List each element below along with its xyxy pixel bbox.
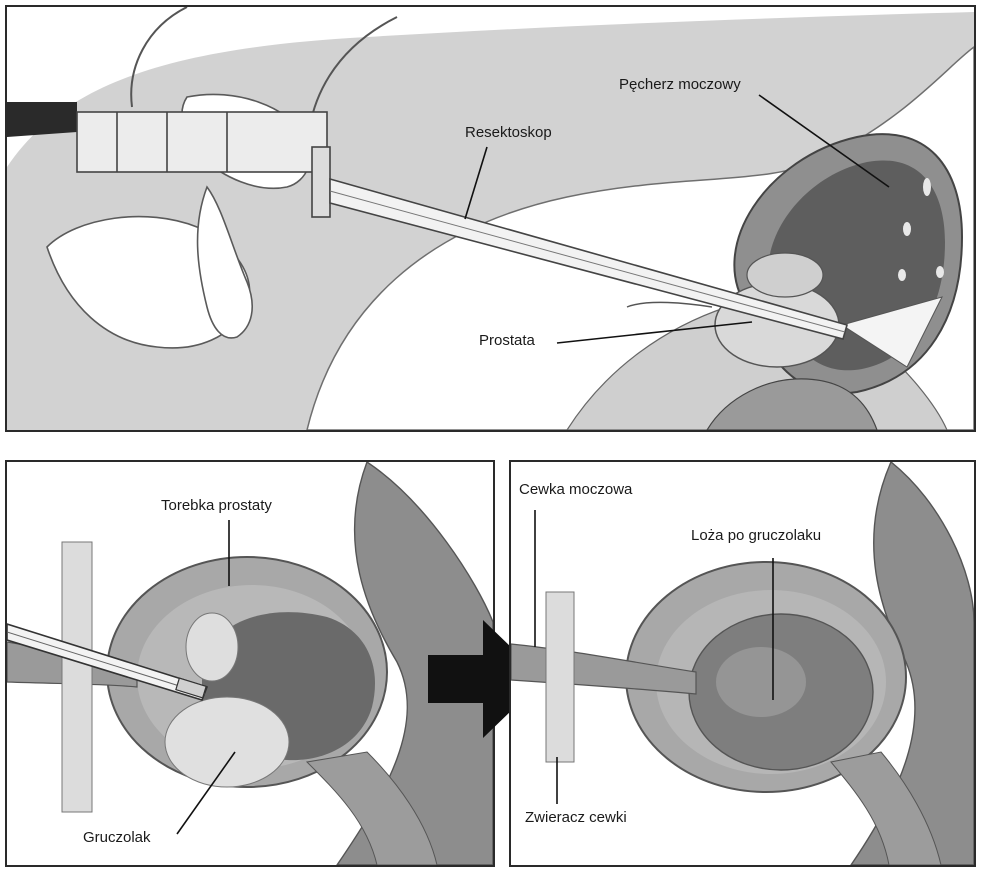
panel-resection-in-progress: Torebka prostaty Gruczolak bbox=[5, 460, 495, 867]
adenoma-mass bbox=[165, 697, 289, 787]
bladder-spot bbox=[923, 178, 931, 196]
panel-resectoscope-overview: Pęcherz moczowy Resektoskop Prostata bbox=[5, 5, 976, 432]
label-urethra: Cewka moczowa bbox=[519, 481, 633, 498]
bladder-spot bbox=[903, 222, 911, 236]
sphincter-band bbox=[62, 542, 92, 812]
resectoscope-collar bbox=[312, 147, 330, 217]
label-resectoscope: Resektoskop bbox=[465, 124, 552, 141]
resection-illustration: Torebka prostaty Gruczolak bbox=[7, 462, 493, 865]
resectoscope-handle bbox=[77, 112, 327, 172]
label-adenoma: Gruczolak bbox=[83, 829, 151, 846]
panel-after-resection: Cewka moczowa Loża po gruczolaku Zwierac… bbox=[509, 460, 976, 867]
bladder-spot bbox=[936, 266, 944, 278]
label-adenoma-bed: Loża po gruczolaku bbox=[691, 527, 821, 544]
label-prostate: Prostata bbox=[479, 332, 536, 349]
eyepiece bbox=[7, 102, 77, 137]
post-resection-illustration: Cewka moczowa Loża po gruczolaku Zwierac… bbox=[511, 462, 974, 865]
prostate-upper-lobe bbox=[747, 253, 823, 297]
sphincter-band bbox=[546, 592, 574, 762]
adenoma-bed-highlight bbox=[716, 647, 806, 717]
label-urethral-sphincter: Zwieracz cewki bbox=[525, 809, 627, 826]
label-prostate-capsule: Torebka prostaty bbox=[161, 497, 272, 514]
overview-illustration: Pęcherz moczowy Resektoskop Prostata bbox=[7, 7, 974, 430]
adenoma-fragment bbox=[186, 613, 238, 681]
label-bladder: Pęcherz moczowy bbox=[619, 76, 741, 93]
bladder-spot bbox=[898, 269, 906, 281]
